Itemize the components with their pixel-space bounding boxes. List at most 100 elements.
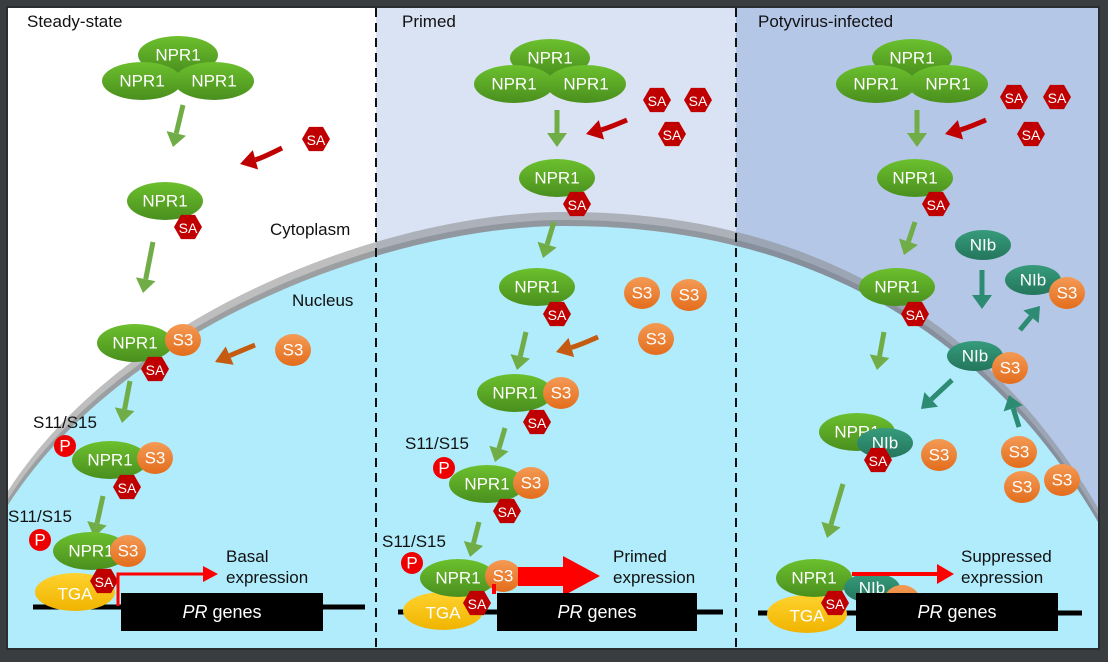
npr1-shape xyxy=(908,65,988,103)
npr1-label: NPR1 xyxy=(68,542,113,561)
s3-label: S3 xyxy=(632,284,653,303)
arrow-nib-s3-export xyxy=(1018,306,1040,332)
s3-label: S3 xyxy=(1009,443,1030,462)
arrow-shaft xyxy=(600,117,628,133)
npr1-protein: NPR1 xyxy=(877,159,953,197)
arrow-shaft xyxy=(877,331,887,357)
s3-protein: S3 xyxy=(110,535,146,567)
sa-molecule: SA xyxy=(864,447,892,473)
arrow-shaft xyxy=(906,221,918,243)
npr1-protein: NPR1 xyxy=(127,182,203,220)
arrow-shaft xyxy=(228,342,256,358)
expression-label-line1: Primed xyxy=(613,547,667,566)
npr1-label: NPR1 xyxy=(142,192,187,211)
s3-protein: S3 xyxy=(485,560,521,592)
nucleus-region xyxy=(8,225,1098,648)
sa-molecule: SA xyxy=(113,474,141,500)
sa-label: SA xyxy=(1048,90,1067,106)
sa-hexagon xyxy=(643,87,671,113)
arrow-shaft xyxy=(517,331,529,357)
pr-gene-label: PR genes xyxy=(557,602,636,622)
sa-hexagon xyxy=(543,301,571,327)
npr1-shape xyxy=(519,159,595,197)
s3-label: S3 xyxy=(283,341,304,360)
npr1-label: NPR1 xyxy=(87,451,132,470)
npr1-label: NPR1 xyxy=(791,569,836,588)
sa-hexagon xyxy=(523,409,551,435)
sa-molecule: SA xyxy=(563,191,591,217)
arrow-head xyxy=(114,407,135,423)
nib-label: NIb xyxy=(962,347,988,366)
phosphate-group: P xyxy=(29,529,51,551)
arrow-shaft xyxy=(94,495,106,524)
nib-s3-complex-nucleus: NIb xyxy=(947,341,1003,371)
npr1-protein: NPR1 xyxy=(776,559,852,597)
npr1-shape xyxy=(776,559,852,597)
npr1-protein: NPR1 xyxy=(519,159,595,197)
sa-hexagon xyxy=(901,301,929,327)
s3-protein: S3 xyxy=(1049,277,1085,309)
pr-gene-label: PR genes xyxy=(917,602,996,622)
phosphate-circle xyxy=(401,552,423,574)
sa-hexagon xyxy=(463,590,491,616)
s3-shape xyxy=(137,442,173,474)
sa-label: SA xyxy=(118,480,137,496)
npr1-protein: NPR1 xyxy=(420,559,496,597)
arrow-s3-binding-steady xyxy=(215,342,256,365)
s3-shape xyxy=(165,324,201,356)
free-sa-primed: SA xyxy=(643,87,671,113)
arrow-nib-import xyxy=(972,270,992,309)
s3-label: S3 xyxy=(118,542,139,561)
arrow-monomerization-steady xyxy=(166,104,186,147)
pr-gene-box xyxy=(856,593,1058,631)
arrow-s3-binding-primed xyxy=(556,334,600,358)
pr-gene-box xyxy=(121,593,323,631)
sa-hexagon xyxy=(141,356,169,382)
expression-arrow-head xyxy=(203,566,218,582)
npr1-shape xyxy=(53,532,129,570)
s3-label: S3 xyxy=(1000,359,1021,378)
expression-label-line1: Suppressed xyxy=(961,547,1052,566)
pr-gene-box xyxy=(497,593,697,631)
sa-hexagon xyxy=(658,121,686,147)
sa-hexagon xyxy=(563,191,591,217)
free-sa-primed: SA xyxy=(684,87,712,113)
npr1-label: NPR1 xyxy=(853,75,898,94)
arrow-sa-binding-primed xyxy=(586,117,628,140)
s3-shape xyxy=(1049,277,1085,309)
npr1-label: NPR1 xyxy=(563,75,608,94)
npr1-shape xyxy=(499,268,575,306)
sa-label: SA xyxy=(826,596,845,612)
panel-title-potyvirus: Potyvirus-infected xyxy=(758,12,893,31)
s3-shape xyxy=(275,334,311,366)
arrow-shaft xyxy=(1010,407,1022,428)
s3-label: S3 xyxy=(1012,478,1033,497)
nib-shape xyxy=(947,341,1003,371)
arrow-s3-to-nib xyxy=(1003,395,1023,428)
sa-hexagon xyxy=(174,214,202,240)
arrow-s3-complex-primed xyxy=(510,331,530,370)
sa-molecule: SA xyxy=(90,568,118,594)
npr1-label: NPR1 xyxy=(889,49,934,68)
expression-label-line2: expression xyxy=(613,568,695,587)
phosphate-circle xyxy=(29,529,51,551)
npr1-shape xyxy=(859,268,935,306)
sa-hexagon xyxy=(684,87,712,113)
nib-label: NIb xyxy=(1020,271,1046,290)
expression-arrow-primed xyxy=(518,567,566,586)
s3-shape xyxy=(1004,471,1040,503)
arrow-shaft xyxy=(471,521,482,545)
s3-label: S3 xyxy=(679,286,700,305)
arrow-shaft xyxy=(122,380,133,410)
arrow-head xyxy=(921,392,939,409)
npr1-shape xyxy=(836,65,916,103)
free-s3-steady: S3 xyxy=(275,334,311,366)
arrow-head xyxy=(898,238,918,255)
s3-label: S3 xyxy=(173,331,194,350)
sa-hexagon xyxy=(302,126,330,152)
arrow-shaft xyxy=(496,427,508,450)
free-sa-primed: SA xyxy=(658,121,686,147)
expression-label-line2: expression xyxy=(226,568,308,587)
